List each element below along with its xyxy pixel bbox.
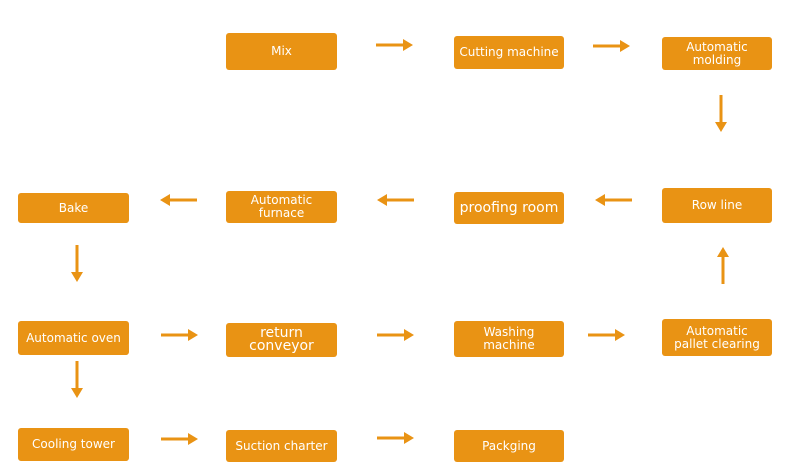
node-automatic-pallet-clearing: Automatic pallet clearing — [662, 319, 772, 356]
node-automatic-molding: Automatic molding — [662, 37, 772, 70]
arrow-right-icon — [377, 432, 414, 444]
node-mix: Mix — [226, 33, 337, 70]
arrow-up-icon — [717, 247, 729, 284]
node-row-line: Row line — [662, 188, 772, 223]
arrow-right-icon — [376, 39, 413, 51]
arrow-left-icon — [377, 194, 414, 206]
arrow-down-icon — [715, 95, 727, 132]
node-automatic-furnace: Automatic furnace — [226, 191, 337, 223]
arrow-left-icon — [160, 194, 197, 206]
node-return-conveyor: return conveyor — [226, 323, 337, 357]
node-packaging: Packging — [454, 430, 564, 462]
arrow-down-icon — [71, 245, 83, 282]
node-proofing-room: proofing room — [454, 192, 564, 224]
node-washing-machine: Washing machine — [454, 321, 564, 357]
arrow-right-icon — [161, 433, 198, 445]
node-automatic-oven: Automatic oven — [18, 321, 129, 355]
arrow-right-icon — [161, 329, 198, 341]
node-cutting-machine: Cutting machine — [454, 36, 564, 69]
arrow-left-icon — [595, 194, 632, 206]
node-cooling-tower: Cooling tower — [18, 428, 129, 461]
arrow-right-icon — [593, 40, 630, 52]
arrow-right-icon — [377, 329, 414, 341]
arrow-right-icon — [588, 329, 625, 341]
node-bake: Bake — [18, 193, 129, 223]
arrow-down-icon — [71, 361, 83, 398]
node-suction-charter: Suction charter — [226, 430, 337, 462]
